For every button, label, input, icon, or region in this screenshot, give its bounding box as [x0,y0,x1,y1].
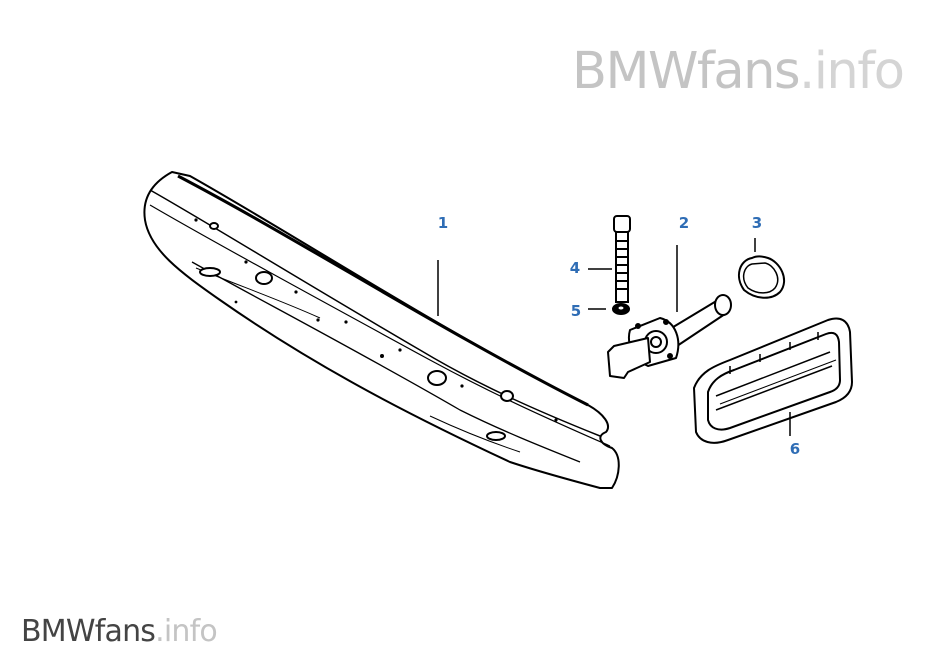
washer-drawing [612,303,630,315]
callout-5: 5 [571,302,581,320]
watermark-top-brand: BMWfans [572,42,801,101]
gasket-drawing [737,255,786,299]
bumper-carrier-drawing [143,171,620,489]
watermark-top: BMWfans.info [572,46,905,97]
trim-frame-drawing [693,317,853,444]
watermark-bottom-brand: BMWfans [21,614,156,649]
watermark-bottom: BMWfans.info [21,614,218,649]
screw-drawing [613,215,631,303]
leader-lines [437,238,791,436]
callout-labels: 1 2 3 4 5 6 [438,214,800,458]
callout-4: 4 [570,259,580,277]
callout-2: 2 [679,214,689,232]
callout-1: 1 [438,214,448,232]
impact-absorber-drawing [607,294,732,379]
callout-3: 3 [752,214,762,232]
watermark-bottom-tld: .info [155,614,218,649]
callout-6: 6 [790,440,800,458]
watermark-top-tld: .info [799,42,905,101]
